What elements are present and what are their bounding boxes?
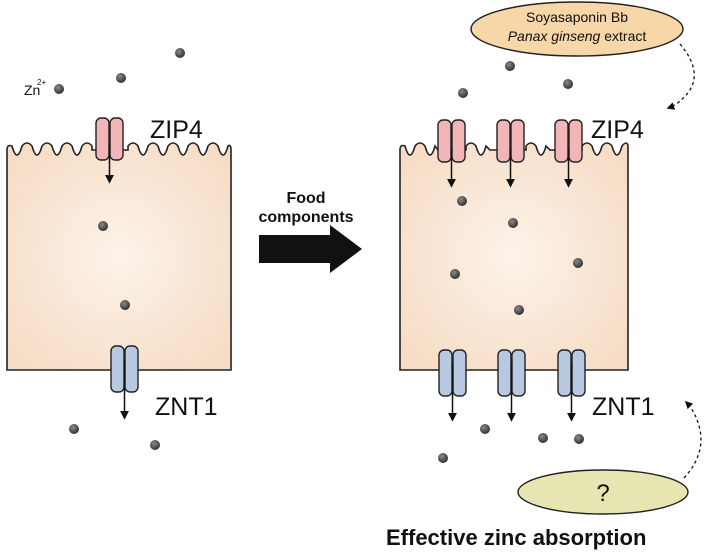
right-cell: ZIP4 ZNT1 (399, 116, 655, 422)
zinc-ion (480, 424, 490, 434)
zinc-ion (69, 424, 79, 434)
zip4-label: ZIP4 (150, 116, 203, 144)
zinc-ion (98, 221, 108, 231)
zinc-ion (438, 453, 448, 463)
zinc-ion (457, 196, 467, 206)
unknown-dashed-arrow (683, 400, 702, 479)
zinc-ion (458, 88, 468, 98)
arrow-label-line2: components (258, 209, 353, 226)
zinc-ion (505, 61, 515, 71)
zinc-ion (150, 440, 160, 450)
enhancer-line1: Soyasaponin Bb (526, 9, 628, 25)
zip4-transporter (437, 119, 466, 188)
zinc-ion (120, 300, 130, 310)
zip4-label: ZIP4 (591, 116, 644, 144)
znt1-label: ZNT1 (592, 393, 655, 421)
enhancer-dashed-arrow (666, 43, 695, 110)
zinc-ion-dot (54, 84, 64, 94)
znt1-transporter (110, 345, 139, 420)
zinc-ion-legend: Zn 2+ (24, 78, 64, 98)
enhancer-species: Panax ginseng (508, 28, 601, 44)
znt1-transporter (497, 349, 526, 422)
food-components-arrow: Food components (258, 190, 362, 273)
znt1-label: ZNT1 (155, 393, 218, 421)
zinc-ion (573, 258, 583, 268)
zip4-transporter (95, 117, 124, 184)
zinc-ion (450, 269, 460, 279)
right-zinc-ions (438, 61, 584, 463)
znt1-transporter (557, 349, 586, 422)
zinc-ion (116, 73, 126, 83)
zinc-ion (574, 434, 584, 444)
left-cell-body (6, 142, 232, 371)
enhancer-line2: Panax ginseng extract (508, 28, 647, 44)
left-cell: ZIP4 ZNT1 (6, 116, 232, 421)
znt1-transporter (438, 349, 467, 422)
zinc-ion (538, 433, 548, 443)
caption: Effective zinc absorption (386, 525, 646, 550)
zip4-transporter (554, 119, 583, 188)
enhancer-oval: Soyasaponin Bb Panax ginseng extract (470, 1, 684, 57)
unknown-factor-label: ? (596, 480, 609, 507)
arrow-label-line1: Food (286, 190, 325, 207)
unknown-factor-oval: ? (517, 469, 689, 515)
zinc-ion-charge: 2+ (37, 78, 46, 87)
right-cell-body (399, 142, 629, 371)
enhancer-suffix: extract (600, 28, 646, 44)
zinc-ion (514, 305, 524, 315)
zinc-ion-label: Zn (24, 82, 40, 98)
zinc-ion (508, 218, 518, 228)
zinc-ion (563, 79, 573, 89)
left-zinc-ions (69, 48, 185, 450)
big-arrow-icon (259, 225, 362, 273)
zip4-transporter (496, 119, 525, 188)
zinc-ion (175, 48, 185, 58)
